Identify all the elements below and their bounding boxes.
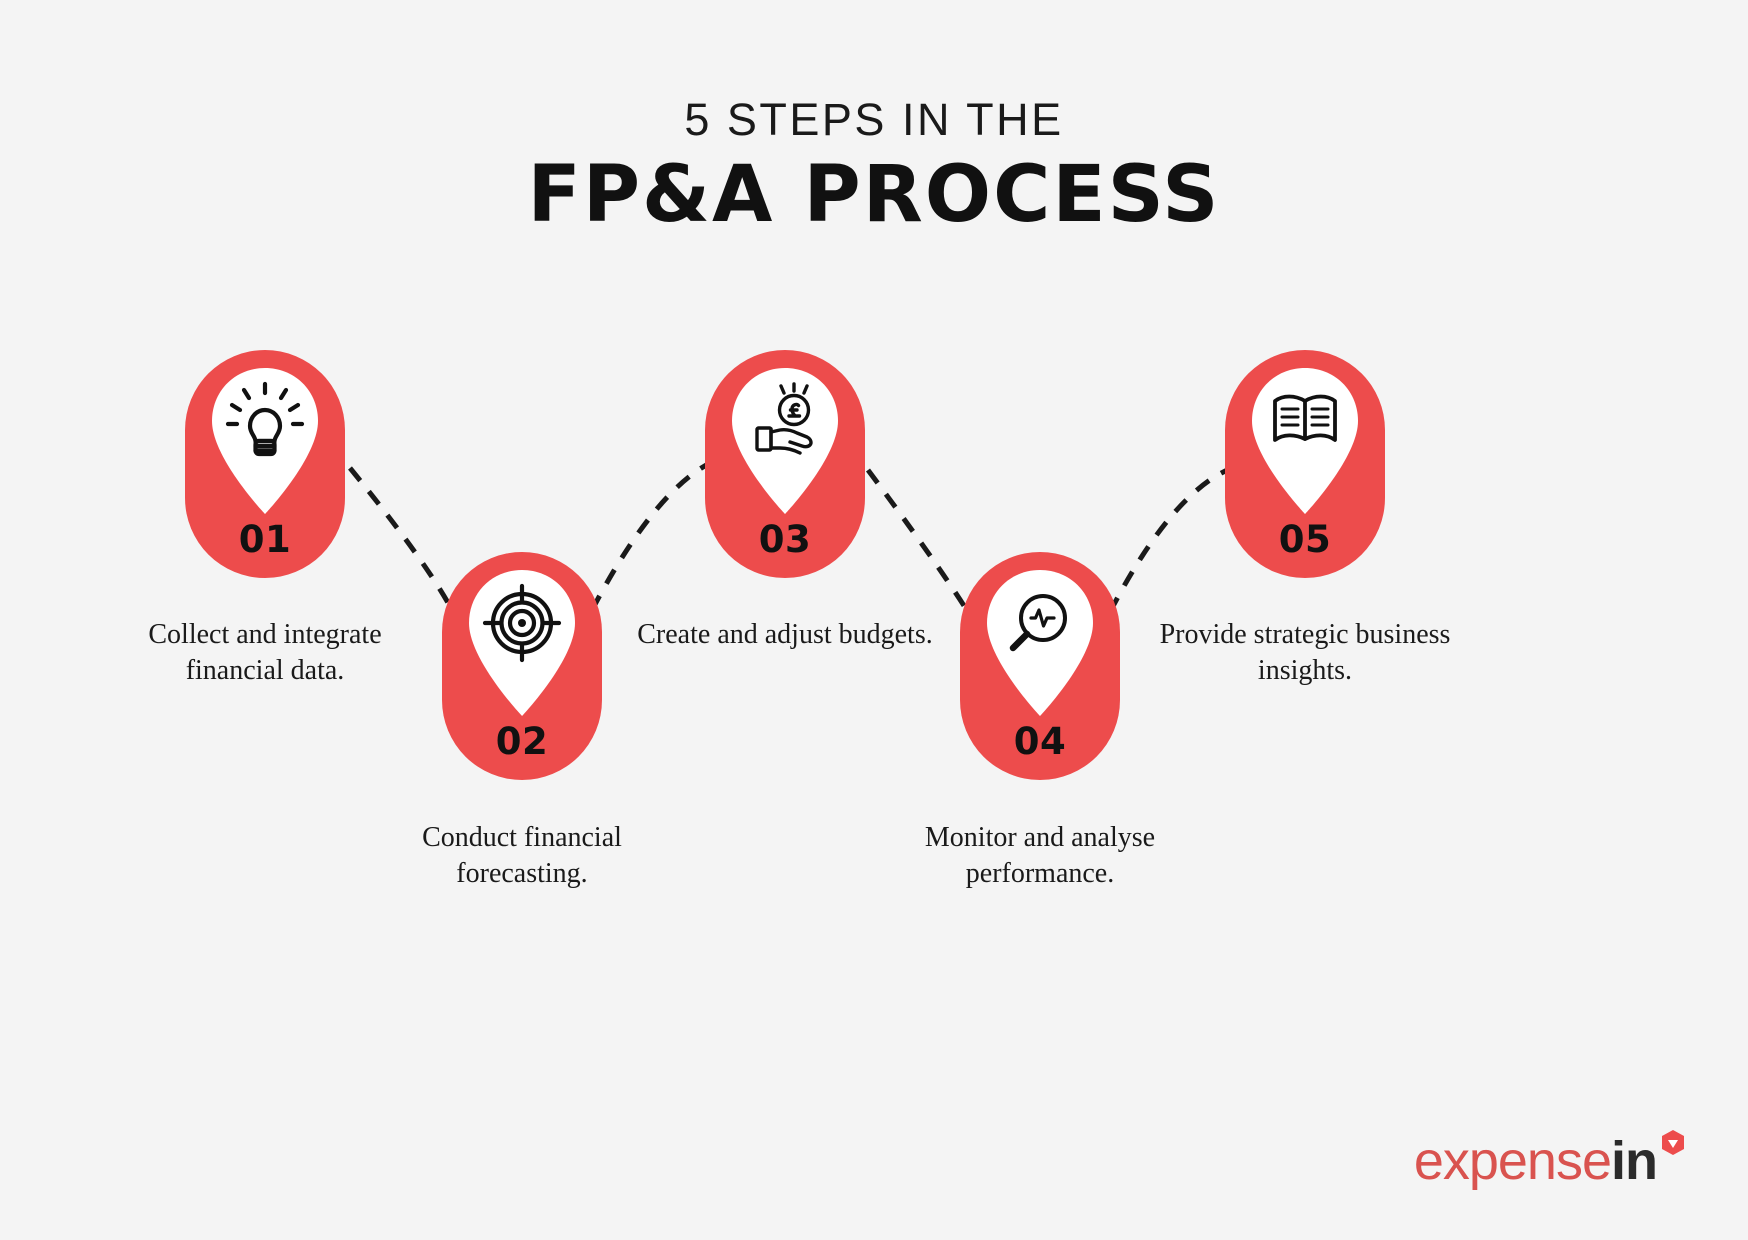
title-line-2: FP&A PROCESS	[527, 149, 1221, 240]
step-number: 04	[1013, 720, 1067, 763]
step-number: 03	[758, 518, 812, 561]
map-pin-03	[726, 366, 844, 514]
open-book-icon	[1273, 394, 1337, 442]
step-02[interactable]: 02	[442, 552, 602, 780]
step-01[interactable]: 01	[185, 350, 345, 578]
logo-hexagon-icon	[1660, 1129, 1686, 1162]
lightbulb-icon	[225, 381, 305, 457]
page-title: 5 STEPS IN THE FP&A PROCESS	[0, 95, 1748, 240]
magnifier-pulse-icon	[1009, 594, 1067, 652]
target-icon	[482, 583, 562, 663]
logo-text-expense: expense	[1413, 1131, 1612, 1191]
step-05[interactable]: 05	[1225, 350, 1385, 578]
step-04[interactable]: 04	[960, 552, 1120, 780]
map-pin-02	[463, 568, 581, 716]
step-caption-04: Monitor and analyse performance.	[924, 822, 1156, 889]
title-line-1: 5 STEPS IN THE	[684, 94, 1064, 145]
logo-text-in: in	[1611, 1131, 1658, 1191]
step-caption-03: Create and adjust budgets.	[637, 619, 933, 650]
hand-holding-pound-coin-icon	[755, 382, 813, 455]
step-number: 02	[495, 720, 549, 763]
step-number: 01	[238, 518, 292, 561]
step-caption-01: Collect and integrate financial data.	[148, 619, 382, 686]
step-03[interactable]: 03	[705, 350, 865, 578]
step-caption-05: Provide strategic business insights.	[1159, 619, 1451, 686]
map-pin-05	[1246, 366, 1364, 514]
map-pin-04	[981, 568, 1099, 716]
step-caption-02: Conduct financial forecasting.	[422, 822, 622, 889]
step-number: 05	[1278, 518, 1332, 561]
expensein-logo[interactable]: expense in	[1414, 1129, 1686, 1188]
map-pin-01	[206, 366, 324, 514]
